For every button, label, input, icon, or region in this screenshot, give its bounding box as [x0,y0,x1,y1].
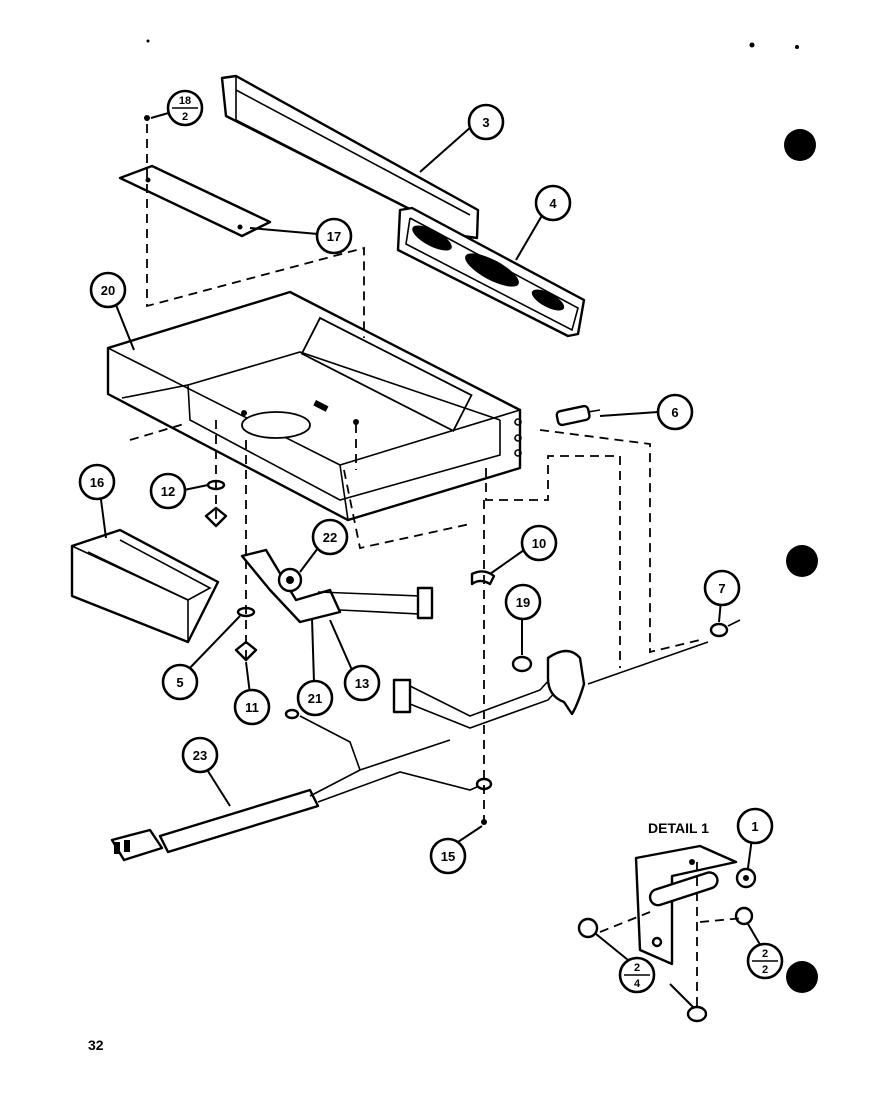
svg-text:1: 1 [751,819,758,834]
svg-text:3: 3 [482,115,489,130]
svg-text:22: 22 [323,530,337,545]
svg-text:4: 4 [634,978,641,990]
svg-text:7: 7 [718,581,725,596]
callout-12: 12 [149,472,187,510]
binder-hole-top [784,129,816,161]
callout-15: 15 [429,837,467,875]
callout-22: 22 [311,518,349,556]
callout-4: 4 [534,184,572,222]
svg-text:12: 12 [161,484,175,499]
page-number: 32 [88,1037,104,1053]
callout-17: 17 [315,217,353,255]
binder-hole-middle [786,545,818,577]
svg-text:6: 6 [671,405,678,420]
callout-11: 11 [233,688,271,726]
callout-18-2: 18 2 [166,89,204,127]
svg-text:13: 13 [355,676,369,691]
callout-19: 19 [504,583,542,621]
svg-text:15: 15 [441,849,455,864]
callout-6: 6 [656,393,694,431]
svg-text:21: 21 [308,691,322,706]
front-trim-strip-part [220,74,480,240]
callout-21: 21 [296,679,334,717]
svg-text:4: 4 [549,196,557,211]
detail-1-bracket-part [577,844,757,1023]
svg-text:11: 11 [245,700,259,715]
detail-1-label: DETAIL 1 [648,820,709,836]
callout-16: 16 [78,463,116,501]
callout-7: 7 [703,569,741,607]
svg-text:19: 19 [516,595,530,610]
callout-20: 20 [89,271,127,309]
hood-housing-part [106,290,522,522]
svg-text:17: 17 [327,229,341,244]
callout-3: 3 [467,103,505,141]
callout-10: 10 [520,524,558,562]
callout-23: 23 [181,736,219,774]
switch-harness-part [392,641,709,729]
svg-text:5: 5 [176,675,183,690]
top-plate-part [118,164,272,238]
power-cord-part [110,708,493,862]
svg-text:18: 18 [179,95,191,107]
svg-text:20: 20 [101,283,115,298]
svg-text:23: 23 [193,748,207,763]
socket-part [555,404,601,427]
callout-1: 1 [736,807,774,845]
motor-bracket-part [240,548,434,624]
control-panel-lens-part [396,206,586,338]
callout-13: 13 [343,664,381,702]
callout-2-2: 2 2 [746,942,784,980]
svg-text:10: 10 [532,536,546,551]
svg-text:16: 16 [90,475,104,490]
svg-text:2: 2 [762,948,768,960]
binder-hole-bottom [786,961,818,993]
callout-5: 5 [161,663,199,701]
svg-text:2: 2 [762,964,768,976]
callout-2-4: 2 4 [618,956,656,994]
filter-tray-part [70,528,220,644]
svg-text:2: 2 [634,962,640,974]
assembly-lines [129,124,745,1008]
svg-text:2: 2 [182,111,188,123]
